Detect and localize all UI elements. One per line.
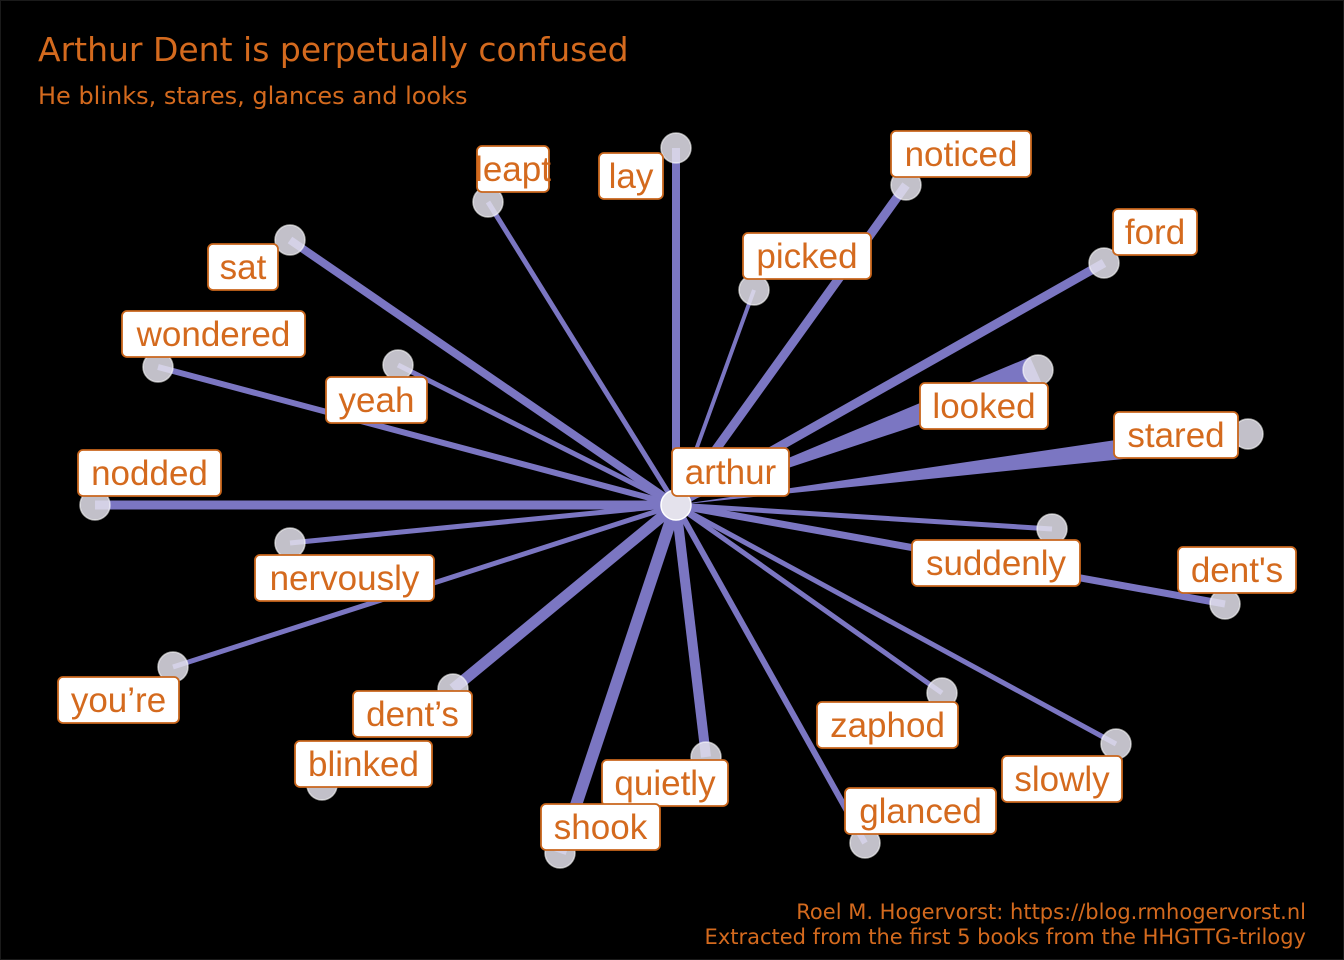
label-blinked-16: blinked (294, 740, 433, 788)
caption-author: Roel M. Hogervorst: https://blog.rmhoger… (796, 900, 1306, 924)
label-lay-1-box (598, 152, 664, 200)
label-you-re-14-text: you’re (71, 681, 166, 720)
edge-shook-18 (554, 503, 682, 855)
label-shook-18: shook (540, 803, 661, 851)
node-ford-5 (1088, 247, 1120, 279)
node-lay-1 (660, 132, 692, 164)
label-blinked-16-text: blinked (308, 745, 419, 784)
label-glanced-20: glanced (844, 787, 997, 835)
label-dent-s-15-box (352, 690, 473, 738)
label-looked-8: looked (919, 382, 1049, 430)
label-you-re-14-box (57, 676, 180, 724)
edge-zaphod-19 (674, 502, 944, 696)
label-hub-box (671, 447, 790, 497)
label-zaphod-19: zaphod (816, 701, 959, 749)
label-stared-9-text: stared (1127, 416, 1224, 455)
edge-stared-9 (676, 422, 1240, 505)
label-suddenly-11-box (911, 539, 1081, 587)
node-yeah-7 (382, 349, 414, 381)
node-nervously-13 (274, 527, 306, 559)
label-picked-4: picked (742, 232, 872, 280)
label-slowly-21: slowly (1001, 755, 1123, 803)
label-looked-8-text: looked (932, 387, 1035, 426)
edge-glanced-20 (673, 503, 868, 845)
label-dent-s-15: dent’s (352, 690, 473, 738)
label-looked-8-box (919, 382, 1049, 430)
label-zaphod-19-text: zaphod (830, 706, 945, 745)
label-dent-s-12-box (1177, 546, 1297, 594)
label-stared-9-box (1113, 411, 1239, 459)
label-nervously-13: nervously (254, 554, 435, 602)
node-slowly-21 (1100, 728, 1132, 760)
label-lay-1-text: lay (609, 157, 654, 196)
label-leapt-0: leapt (475, 145, 551, 193)
label-nodded-10-box (77, 449, 222, 497)
label-sat-3: sat (207, 243, 279, 291)
label-noticed-2-text: noticed (905, 135, 1018, 174)
node-sat-3 (274, 224, 306, 256)
label-picked-4-text: picked (756, 237, 857, 276)
edge-nervously-13 (289, 502, 677, 546)
label-slowly-21-box (1001, 755, 1123, 803)
edge-leapt-0 (485, 200, 679, 507)
edge-yeah-7 (396, 362, 678, 508)
label-suddenly-11: suddenly (911, 539, 1081, 587)
label-dent-s-12-text: dent's (1191, 551, 1283, 590)
label-yeah-7: yeah (325, 376, 428, 424)
label-suddenly-11-text: suddenly (926, 544, 1067, 583)
label-ford-5-box (1112, 208, 1198, 256)
label-lay-1: lay (598, 152, 664, 200)
edge-dent-s-15 (449, 500, 680, 694)
label-slowly-21-text: slowly (1014, 760, 1110, 799)
label-nervously-13-box (254, 554, 435, 602)
label-wondered-6-text: wondered (136, 315, 291, 354)
label-wondered-6-box (121, 310, 306, 358)
label-sat-3-text: sat (220, 248, 267, 287)
label-dent-s-12: dent's (1177, 546, 1297, 594)
label-hub: arthur (671, 447, 790, 497)
label-shook-18-box (540, 803, 661, 851)
label-noticed-2: noticed (890, 130, 1032, 178)
label-leapt-0-box (476, 145, 550, 193)
label-glanced-20-box (844, 787, 997, 835)
chart-subtitle: He blinks, stares, glances and looks (38, 82, 468, 110)
label-stared-9: stared (1113, 411, 1239, 459)
label-quietly-17: quietly (601, 759, 729, 807)
labels: leapt lay noticed sat picked ford wondered yeah… (57, 130, 1297, 851)
label-picked-4-box (742, 232, 872, 280)
edge-sat-3 (287, 236, 679, 509)
label-nodded-10-text: nodded (91, 454, 208, 493)
edge-wondered-6 (157, 364, 677, 508)
label-zaphod-19-box (816, 701, 959, 749)
label-quietly-17-box (601, 759, 729, 807)
label-nervously-13-text: nervously (270, 559, 420, 598)
label-yeah-7-box (325, 376, 428, 424)
edge-quietly-17 (671, 504, 711, 758)
label-glanced-20-text: glanced (859, 792, 982, 831)
label-dent-s-15-text: dent’s (366, 695, 459, 734)
edge-slowly-21 (674, 502, 1118, 747)
caption-source: Extracted from the first 5 books from th… (704, 925, 1306, 949)
label-blinked-16-box (294, 740, 433, 788)
label-leapt-0-text: leapt (475, 150, 551, 189)
label-wondered-6: wondered (121, 310, 306, 358)
label-hub-text: arthur (685, 453, 777, 492)
node-looked-8 (1022, 354, 1054, 386)
label-nodded-10: nodded (77, 449, 222, 497)
label-ford-5-text: ford (1125, 213, 1185, 252)
label-ford-5: ford (1112, 208, 1198, 256)
chart-title: Arthur Dent is perpetually confused (38, 30, 629, 69)
label-shook-18-text: shook (554, 808, 648, 847)
label-quietly-17-text: quietly (614, 764, 716, 803)
label-sat-3-box (207, 243, 279, 291)
label-noticed-2-box (890, 130, 1032, 178)
label-you-re-14: you’re (57, 676, 180, 724)
edge-suddenly-11 (675, 502, 1053, 532)
label-yeah-7-text: yeah (339, 381, 415, 420)
